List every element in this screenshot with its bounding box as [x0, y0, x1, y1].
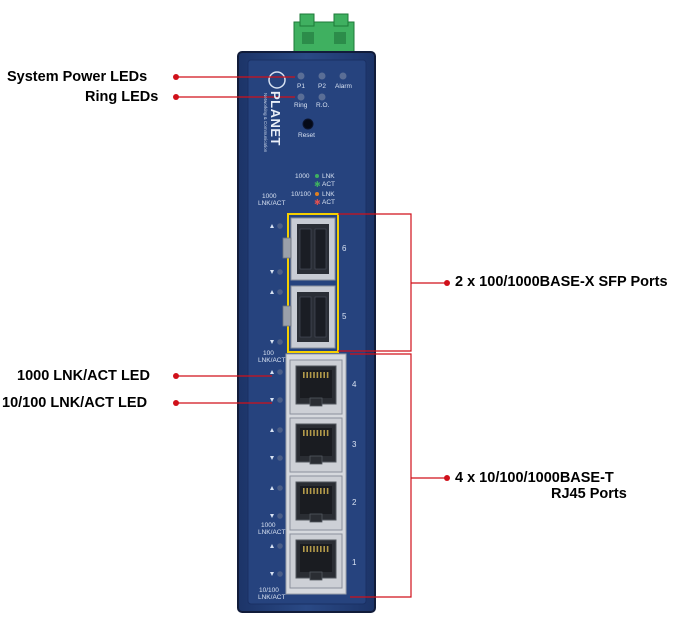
- rj-bot-label-2: LNK/ACT: [258, 594, 286, 601]
- rj45-port-number-3: 3: [352, 440, 357, 449]
- sfp-port-6[interactable]: [282, 217, 336, 281]
- callout-rj45-ports-line1: 4 x 10/100/1000BASE-T: [455, 470, 614, 486]
- sfp-6-lnk-led: [277, 223, 283, 229]
- callout-system-power-leds: System Power LEDs: [7, 69, 148, 85]
- sfp-port-number-5: 5: [342, 312, 347, 321]
- reset-button-hole: [302, 118, 314, 130]
- arrow-down-icon: [270, 514, 274, 518]
- rj45-port-number-4: 4: [352, 380, 357, 389]
- arrow-up-icon: [270, 544, 274, 548]
- led-ro: [318, 93, 326, 101]
- arrow-up-icon: [270, 370, 274, 374]
- planet-logo-tagline: Networking & Communication: [263, 93, 268, 153]
- led-p1: [297, 72, 305, 80]
- sfp-port-group: [282, 213, 339, 353]
- callout-lines: [176, 76, 447, 598]
- rj45-3-1000-led: [277, 427, 283, 433]
- callout-1000-lnk-act-led: 1000 LNK/ACT LED: [17, 368, 150, 384]
- rj45-4-10100-led: [277, 397, 283, 403]
- legend-1000-lnk-led: [315, 174, 319, 178]
- legend-1000-act-star-icon: ✱: [314, 180, 321, 189]
- arrow-down-icon: [270, 340, 274, 344]
- legend-1000-act: ACT: [322, 181, 335, 188]
- rj45-port-2[interactable]: [289, 475, 343, 531]
- rj45-3-10100-led: [277, 455, 283, 461]
- rj-top-label-1: 100: [263, 350, 274, 357]
- planet-logo: PLANET: [268, 91, 283, 146]
- rj-top-label-2: LNK/ACT: [258, 357, 286, 364]
- legend-10-100: 10/100: [291, 191, 311, 198]
- legend-10-100-lnk: LNK: [322, 191, 335, 198]
- rj45-1-10100-led: [277, 571, 283, 577]
- callout-ring-leds: Ring LEDs: [85, 89, 159, 105]
- sfp-6-act-led: [277, 269, 283, 275]
- arrow-up-icon: [270, 290, 274, 294]
- arrow-up-icon: [270, 486, 274, 490]
- arrow-down-icon: [270, 270, 274, 274]
- arrow-up-icon: [270, 224, 274, 228]
- sfp-group-label-2: LNK/ACT: [258, 200, 286, 207]
- rj-mid-label-1: 1000: [261, 522, 276, 529]
- rj45-port-number-1: 1: [352, 558, 357, 567]
- legend-1000-lnk: LNK: [322, 173, 335, 180]
- label-p2: P2: [318, 83, 326, 90]
- led-alarm: [339, 72, 347, 80]
- sfp-5-lnk-led: [277, 289, 283, 295]
- sfp-5-act-led: [277, 339, 283, 345]
- label-alarm: Alarm: [335, 83, 352, 90]
- rj45-port-3[interactable]: [289, 417, 343, 473]
- led-p2: [318, 72, 326, 80]
- rj45-2-10100-led: [277, 513, 283, 519]
- arrow-down-icon: [270, 398, 274, 402]
- rj-bot-label-1: 10/100: [259, 587, 279, 594]
- sfp-group-label-1: 1000: [262, 193, 277, 200]
- rj45-4-1000-led: [277, 369, 283, 375]
- arrow-down-icon: [270, 456, 274, 460]
- planet-logo-icon: [268, 71, 286, 89]
- rj45-2-1000-led: [277, 485, 283, 491]
- led-ring: [297, 93, 305, 101]
- callout-dots: [173, 74, 450, 481]
- label-ro: R.O.: [316, 102, 330, 109]
- arrow-up-icon: [270, 428, 274, 432]
- rj45-port-number-2: 2: [352, 498, 357, 507]
- label-ring: Ring: [294, 102, 308, 109]
- callout-rj45-ports-line2: RJ45 Ports: [551, 486, 627, 502]
- arrow-down-icon: [270, 572, 274, 576]
- callout-10-100-lnk-act-led: 10/100 LNK/ACT LED: [2, 395, 148, 411]
- legend-10100-lnk-led: [315, 192, 319, 196]
- rj45-port-1[interactable]: [289, 533, 343, 589]
- legend-10-100-act: ACT: [322, 199, 335, 206]
- rj45-port-4[interactable]: [289, 359, 343, 415]
- callout-sfp-ports: 2 x 100/1000BASE-X SFP Ports: [455, 274, 668, 290]
- rj-mid-label-2: LNK/ACT: [258, 529, 286, 536]
- legend-10100-act-star-icon: ✱: [314, 198, 321, 207]
- label-reset: Reset: [298, 132, 315, 139]
- sfp-port-5[interactable]: [282, 285, 336, 349]
- legend-1000: 1000: [295, 173, 310, 180]
- sfp-port-number-6: 6: [342, 244, 347, 253]
- label-p1: P1: [297, 83, 305, 90]
- rj45-1-1000-led: [277, 543, 283, 549]
